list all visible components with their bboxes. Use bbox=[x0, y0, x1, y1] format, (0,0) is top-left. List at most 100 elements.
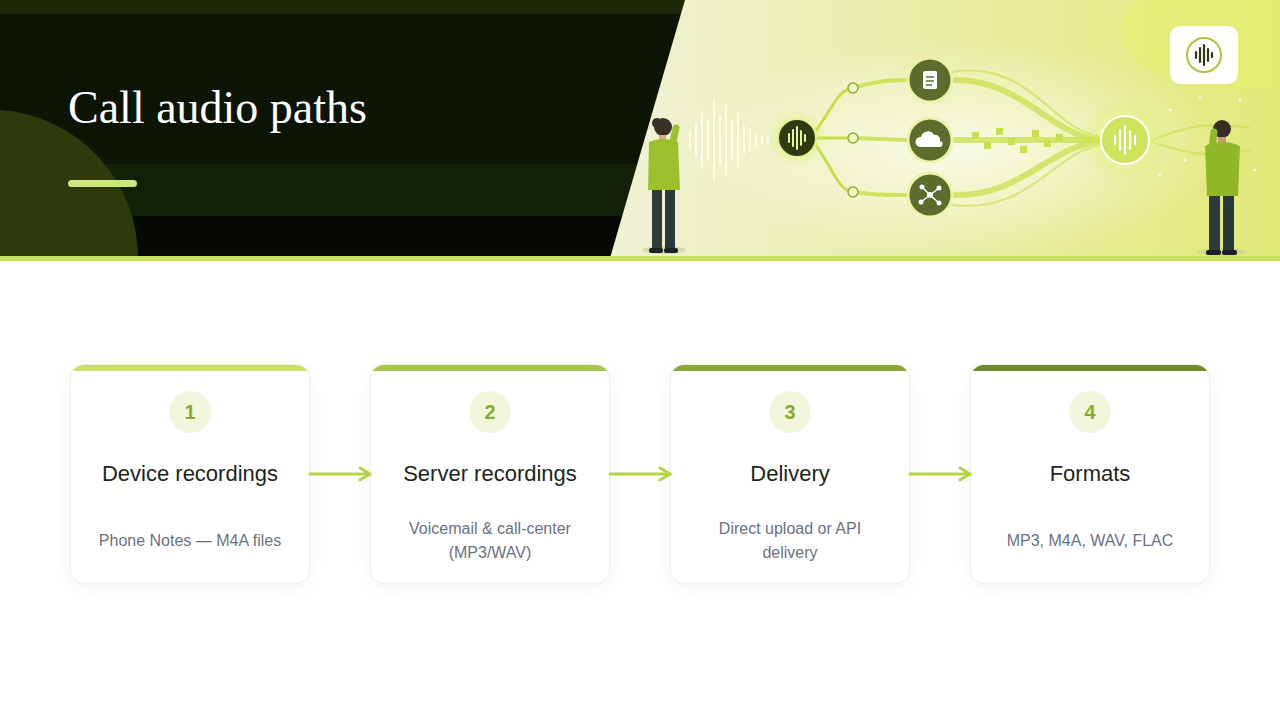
flow-lines bbox=[952, 146, 1098, 206]
flow-arrow bbox=[910, 473, 970, 476]
step-number: 1 bbox=[184, 400, 195, 424]
sound-wave bbox=[689, 132, 691, 148]
sparkles bbox=[1159, 174, 1161, 176]
flow-lines bbox=[952, 142, 1098, 195]
pixel-stream bbox=[996, 128, 1003, 135]
source-hub bbox=[788, 134, 790, 142]
source-hub bbox=[789, 127, 805, 149]
flow-arrow bbox=[310, 473, 370, 476]
banner-rule bbox=[0, 256, 1280, 261]
sparkles bbox=[1184, 159, 1187, 162]
step-number: 3 bbox=[784, 400, 795, 424]
woman-figure bbox=[652, 118, 662, 128]
note-icon bbox=[926, 80, 934, 82]
output-hub bbox=[1101, 116, 1149, 164]
flow-lines bbox=[853, 192, 908, 195]
woman-figure bbox=[642, 246, 686, 254]
flow-lines bbox=[853, 138, 908, 140]
sound-wave bbox=[737, 114, 739, 166]
brand-logo bbox=[1207, 49, 1209, 61]
note-icon bbox=[926, 84, 932, 86]
banner-rule bbox=[0, 256, 1280, 261]
cloud-icon bbox=[908, 118, 952, 162]
pixel-stream bbox=[1008, 138, 1015, 145]
network-icon bbox=[919, 200, 924, 205]
step-card: Device recordingsPhone Notes — M4A files… bbox=[70, 364, 310, 584]
network-icon bbox=[927, 192, 933, 198]
branch-dots bbox=[848, 187, 858, 197]
pixel-stream bbox=[1056, 134, 1063, 141]
pixel-stream bbox=[1020, 146, 1027, 153]
output-hub bbox=[1081, 96, 1169, 184]
output-hub bbox=[1124, 126, 1126, 154]
source-hub bbox=[767, 108, 827, 168]
source-hub bbox=[767, 108, 827, 168]
source-hub bbox=[804, 135, 806, 141]
sparkles bbox=[1199, 97, 1201, 99]
step-number-badge: 2 bbox=[469, 391, 511, 433]
branch-dots bbox=[848, 133, 858, 143]
step-number-badge: 1 bbox=[169, 391, 211, 433]
brand-logo bbox=[1211, 53, 1213, 57]
pixel-stream bbox=[972, 132, 979, 139]
output-hub bbox=[1114, 136, 1116, 144]
woman-figure bbox=[652, 190, 662, 250]
brand-logo bbox=[1195, 52, 1197, 58]
output-hub bbox=[1134, 136, 1136, 144]
title-accent bbox=[68, 180, 137, 187]
sound-wave bbox=[749, 130, 751, 150]
light-panel bbox=[610, 0, 1280, 260]
step-card: Server recordingsVoicemail & call-center… bbox=[370, 364, 610, 584]
network-icon bbox=[921, 187, 939, 203]
network-icon bbox=[920, 185, 925, 190]
note-icon bbox=[908, 58, 952, 102]
sound-wave bbox=[713, 100, 715, 180]
pixel-stream bbox=[972, 128, 1063, 153]
man-figure bbox=[1209, 196, 1220, 252]
man-figure bbox=[1198, 248, 1246, 256]
step-number: 4 bbox=[1084, 400, 1095, 424]
brand-logo bbox=[1170, 26, 1238, 84]
output-hub bbox=[1129, 131, 1131, 149]
man-figure bbox=[1223, 196, 1234, 252]
step-description: MP3, M4A, WAV, FLAC bbox=[991, 513, 1189, 569]
flow-lines bbox=[853, 80, 908, 88]
network-icon bbox=[937, 201, 942, 206]
light-panel bbox=[1120, 0, 1280, 90]
step-number: 2 bbox=[484, 400, 495, 424]
source-hub bbox=[778, 119, 816, 157]
brand-logo bbox=[1203, 45, 1205, 65]
sparkles bbox=[1254, 169, 1256, 171]
sound-wave bbox=[695, 124, 697, 156]
card-top-bar bbox=[371, 365, 609, 371]
woman-figure bbox=[672, 128, 676, 146]
step-number-badge: 4 bbox=[1069, 391, 1111, 433]
card-top-bar bbox=[671, 365, 909, 371]
step-heading: Delivery bbox=[683, 459, 897, 489]
flow-arrow bbox=[610, 473, 670, 476]
dark-banner bbox=[0, 0, 720, 258]
step-heading: Server recordings bbox=[383, 459, 597, 489]
cloud-icon bbox=[908, 118, 952, 162]
sound-wave bbox=[707, 120, 709, 160]
step-card: DeliveryDirect upload or API delivery 3 bbox=[670, 364, 910, 584]
note-icon bbox=[926, 76, 934, 78]
step-description: Phone Notes — M4A files bbox=[91, 513, 289, 569]
title-accent bbox=[68, 180, 137, 187]
man-figure bbox=[1222, 250, 1237, 255]
sparkles bbox=[1169, 109, 1172, 112]
step-description: Direct upload or API delivery bbox=[691, 513, 889, 569]
sound-wave bbox=[743, 126, 745, 154]
man-figure bbox=[1198, 120, 1246, 256]
sound-wave bbox=[701, 112, 703, 168]
dark-banner bbox=[0, 0, 720, 14]
branch-dots bbox=[848, 83, 858, 197]
step-description: Voicemail & call-center (MP3/WAV) bbox=[391, 513, 589, 569]
light-panel bbox=[700, 40, 1220, 260]
flow-lines bbox=[952, 71, 1098, 136]
source-hub bbox=[792, 130, 794, 146]
dark-banner bbox=[0, 0, 720, 258]
woman-figure bbox=[642, 118, 686, 254]
woman-figure bbox=[664, 248, 678, 253]
